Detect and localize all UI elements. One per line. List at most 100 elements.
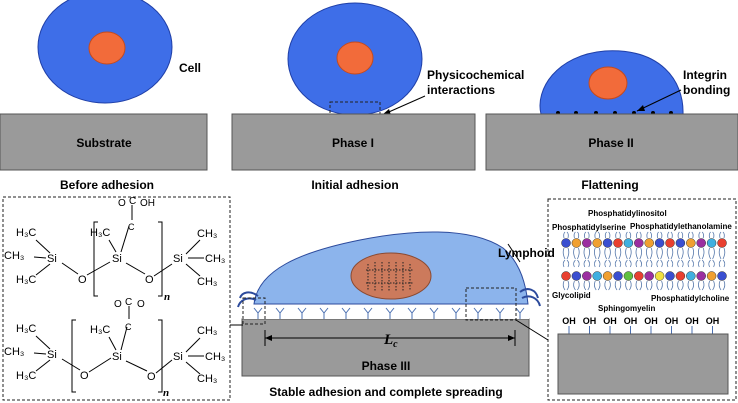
hydroxyl-label: OH	[624, 316, 638, 326]
connector-right	[515, 319, 549, 341]
substrate	[0, 113, 208, 171]
lipid-tail	[687, 247, 694, 260]
annotation-line2: bonding	[683, 83, 730, 97]
lipid-tail	[614, 259, 622, 268]
lipid-tail	[718, 247, 726, 260]
lipid-tail	[666, 280, 674, 291]
lymphoid-protrusion-right	[519, 288, 541, 307]
label-phosphatidylcholine: Phosphatidylcholine	[651, 294, 730, 303]
lipid-head	[675, 271, 686, 281]
lipid-tail	[656, 231, 663, 239]
c-top: C	[125, 297, 132, 308]
lipid-tail	[604, 259, 611, 268]
hydroxyl-label: OH	[603, 316, 617, 326]
lipid-tail	[687, 259, 694, 268]
lipid-tail	[583, 259, 590, 268]
n-subscript: n	[163, 387, 169, 399]
lipid-tail	[719, 231, 725, 239]
lipid-tail	[635, 247, 642, 260]
lipid-head	[654, 238, 665, 248]
lipid-head	[561, 238, 571, 248]
lipid-tail	[698, 280, 705, 291]
nucleus	[336, 41, 374, 75]
annotation-line2: interactions	[427, 83, 495, 97]
lipid-tail	[583, 280, 590, 291]
lipid-tail	[646, 247, 653, 260]
stage-flattening: Integrin bonding Phase II Flattening	[485, 50, 738, 192]
hydroxyl-label: OH	[706, 316, 720, 326]
lipid-tail	[666, 259, 674, 268]
lipid-tail	[573, 231, 580, 239]
h3c-top: H₃C	[16, 323, 36, 335]
lipid-tail	[635, 280, 642, 291]
o-right: O	[147, 371, 156, 383]
lipid-head	[696, 238, 706, 248]
h3c-center: H₃C	[90, 227, 110, 239]
lipid-head	[592, 271, 602, 281]
structure-carboxyl: H₃C CH₃ H₃C Si O Si H₃C C C O OH O n	[4, 196, 225, 303]
si-left: Si	[47, 349, 57, 361]
lipid-tail	[708, 280, 715, 291]
annotation-arrow	[636, 89, 682, 112]
label-phosphatidylinositol: Phosphatidylinositol	[588, 209, 667, 218]
lipid-head	[634, 238, 644, 248]
lipid-head	[623, 271, 634, 281]
o-dbl: O	[114, 299, 122, 310]
h3c-center: H₃C	[90, 324, 110, 336]
lipid-tail	[573, 247, 580, 260]
lipid-bilayer	[561, 231, 727, 291]
lymphoid-pointer	[507, 243, 521, 263]
lipid-tail	[594, 231, 600, 239]
stage-before-adhesion: Cell Substrate Before adhesion	[0, 0, 208, 192]
lipid-tail	[656, 280, 663, 291]
lipid-head	[717, 238, 727, 248]
ch3-r2: CH₃	[205, 253, 225, 265]
lipid-tail	[688, 231, 694, 239]
label-sphingomyelin: Sphingomyelin	[598, 304, 655, 313]
lipid-head	[665, 271, 675, 281]
lipid-tail	[667, 231, 673, 239]
membrane-panel: Phosphatidylinositol Phosphatidylserine …	[547, 198, 737, 401]
lipid-tail	[708, 231, 715, 239]
lipid-head	[706, 238, 717, 248]
lipid-head	[602, 271, 613, 281]
chromatin-pattern	[366, 262, 414, 292]
si-right: Si	[173, 253, 183, 265]
lipid-head	[654, 271, 665, 281]
oh-top: OH	[140, 198, 155, 209]
detail-box-left	[242, 297, 266, 325]
lipid-tail	[625, 231, 632, 239]
lipid-tail	[604, 231, 611, 239]
lipid-head	[686, 271, 696, 281]
si-center: Si	[112, 351, 122, 363]
annotation-line1: Physicochemical	[427, 68, 524, 82]
si-center: Si	[112, 253, 122, 265]
lipid-tail	[583, 247, 590, 260]
substrate-label: Phase II	[588, 136, 633, 150]
lipid-tail	[656, 247, 663, 260]
lipid-head	[613, 238, 623, 248]
caption-before-adhesion: Before adhesion	[60, 178, 154, 192]
lipid-tail	[614, 247, 622, 260]
c-top: C	[129, 196, 136, 207]
lipid-tail	[594, 247, 601, 260]
lipid-tail	[562, 259, 570, 268]
lipid-tail	[687, 280, 694, 291]
lipid-head	[561, 271, 571, 281]
lipid-tail	[563, 231, 569, 239]
ch3-r2: CH₃	[205, 351, 225, 363]
lipid-tail	[666, 247, 674, 260]
substrate-label: Phase I	[332, 136, 374, 150]
lipid-tail	[594, 280, 601, 291]
lipid-tail	[604, 247, 611, 260]
lipid-tail	[656, 259, 663, 268]
hydroxyl-label: OH	[644, 316, 658, 326]
receptor-row	[253, 307, 525, 319]
structure-ester: H₃C CH₃ H₃C Si O Si H₃C C C O O O n Si	[4, 297, 225, 399]
lipid-tail	[604, 280, 611, 291]
lipid-tail	[646, 231, 652, 239]
lipid-tail	[625, 247, 632, 260]
lipid-head	[623, 238, 634, 248]
n-subscript: n	[164, 291, 170, 303]
